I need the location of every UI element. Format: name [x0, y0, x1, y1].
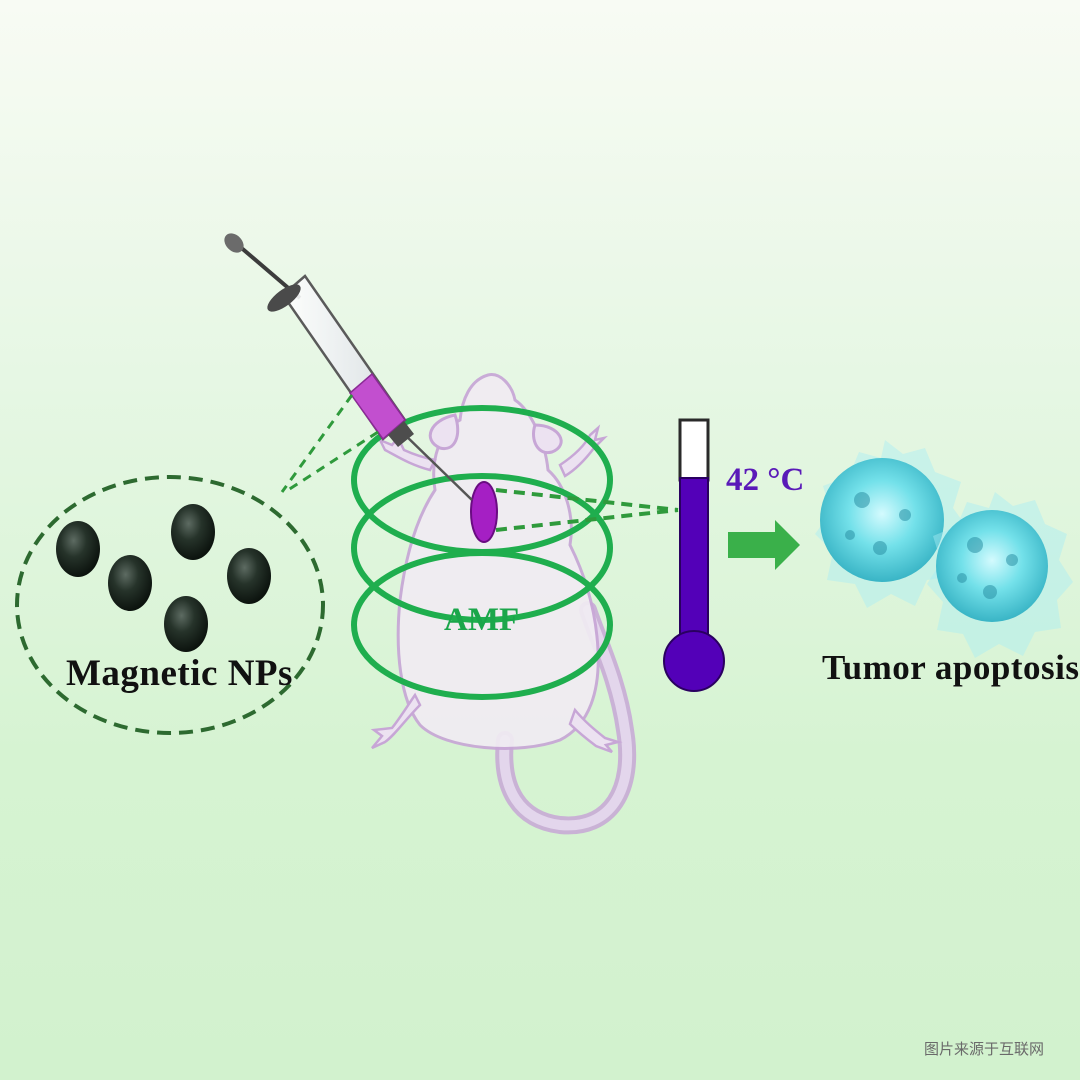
- thermometer-tube-empty: [678, 418, 710, 482]
- tumor-cell-vesicle: [899, 509, 911, 521]
- tumor-cell-vesicle: [873, 541, 887, 555]
- tumor-cell-vesicle: [967, 537, 983, 553]
- syringe-liquid: [348, 372, 407, 441]
- nanoparticle: [227, 548, 271, 604]
- thermometer-bulb: [663, 630, 725, 692]
- tumor-cell: [927, 492, 1073, 658]
- tumor-cell-vesicle: [1006, 554, 1018, 566]
- syringe-hub: [388, 421, 414, 447]
- mouse-tail-inner: [499, 605, 633, 831]
- nanoparticle: [171, 504, 215, 560]
- heat-link-line-lower: [495, 508, 679, 532]
- coil-ring-middle: [351, 473, 613, 623]
- tumor-cell-body: [936, 510, 1048, 622]
- tumor-cell-vesicle: [845, 530, 855, 540]
- thermometer-icon: [663, 418, 725, 692]
- mouse-hind-left-paw: [370, 692, 422, 750]
- arrow-right-icon: [728, 520, 800, 570]
- zoom-link-line-upper: [280, 394, 354, 493]
- mouse-ear-left: [428, 413, 460, 451]
- tumor-cell-body: [820, 458, 944, 582]
- nanoparticle-callout-circle: [15, 475, 325, 735]
- tumor-cell-vesicle: [957, 573, 967, 583]
- mouse-ear-right: [532, 423, 563, 455]
- coil-icon: [351, 405, 613, 700]
- arrow-shape: [728, 520, 800, 570]
- syringe-icon: [224, 233, 473, 501]
- tumor-cell-vesicle: [983, 585, 997, 599]
- mouse-front-left-paw: [377, 435, 437, 472]
- heat-link-line-upper: [495, 488, 679, 512]
- nanoparticle: [56, 521, 100, 577]
- temperature-label: 42 °C: [726, 462, 805, 498]
- zoom-link-line-lower: [284, 430, 379, 494]
- syringe-plunger-head: [224, 233, 244, 253]
- image-source-watermark: 图片来源于互联网: [924, 1040, 1045, 1058]
- tumor-apoptosis-label: Tumor apoptosis: [822, 648, 1080, 687]
- coil-ring-bottom: [351, 550, 613, 700]
- nanoparticles: [56, 504, 271, 652]
- mouse-hind-right-paw: [568, 707, 623, 754]
- amf-label: AMF: [444, 602, 520, 638]
- nanoparticle: [108, 555, 152, 611]
- heat-link-lines: [495, 488, 679, 532]
- nanoparticle: [164, 596, 208, 652]
- tumor-cell-icon: [815, 440, 1073, 658]
- zoom-link-lines: [280, 394, 379, 494]
- tumor-site: [470, 481, 498, 543]
- nanoparticles-label: Magnetic NPs: [66, 653, 293, 694]
- tumor-cell-vesicle: [854, 492, 870, 508]
- tumor-cell: [815, 440, 969, 608]
- syringe-needle: [401, 431, 473, 501]
- syringe-flange: [267, 284, 301, 312]
- thermometer-tube-fill: [679, 477, 709, 651]
- mouse-body: [396, 373, 600, 750]
